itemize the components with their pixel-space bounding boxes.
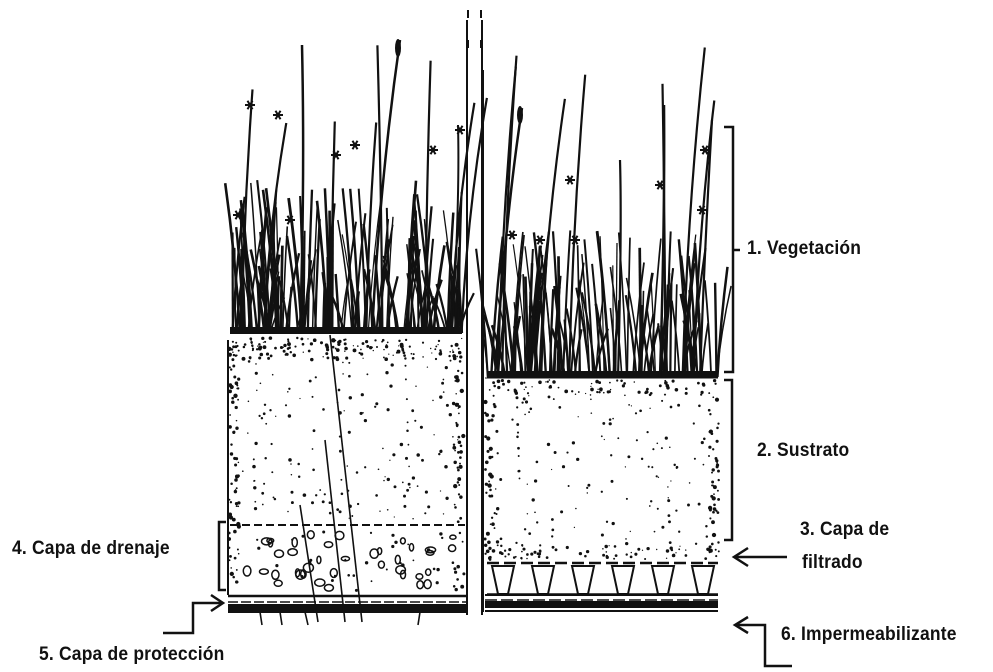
label-filter-line1: 3. Capa de (800, 519, 889, 541)
left-vegetation (225, 39, 487, 334)
section-divider (467, 0, 483, 620)
label-protection: 5. Capa de protección (39, 644, 225, 666)
right-vegetation (476, 48, 731, 379)
filter-arrow (734, 548, 787, 566)
label-drainage: 4. Capa de drenaje (12, 538, 170, 560)
drainage-bracket (219, 522, 226, 590)
label-vegetation: 1. Vegetación (747, 238, 861, 260)
protection-arrow (163, 595, 223, 633)
label-substrate: 2. Sustrato (757, 440, 849, 462)
right-substrate-layer (483, 378, 720, 561)
left-protection-layer (228, 596, 466, 612)
label-waterproofing: 6. Impermeabilizante (781, 624, 957, 646)
substrate-bracket (724, 380, 732, 540)
vegetation-bracket (724, 127, 740, 372)
left-drainage-layer (230, 525, 465, 592)
right-drainage-elements (487, 566, 718, 594)
label-filter-line2: filtrado (802, 552, 863, 574)
right-protection-layer (485, 595, 718, 611)
